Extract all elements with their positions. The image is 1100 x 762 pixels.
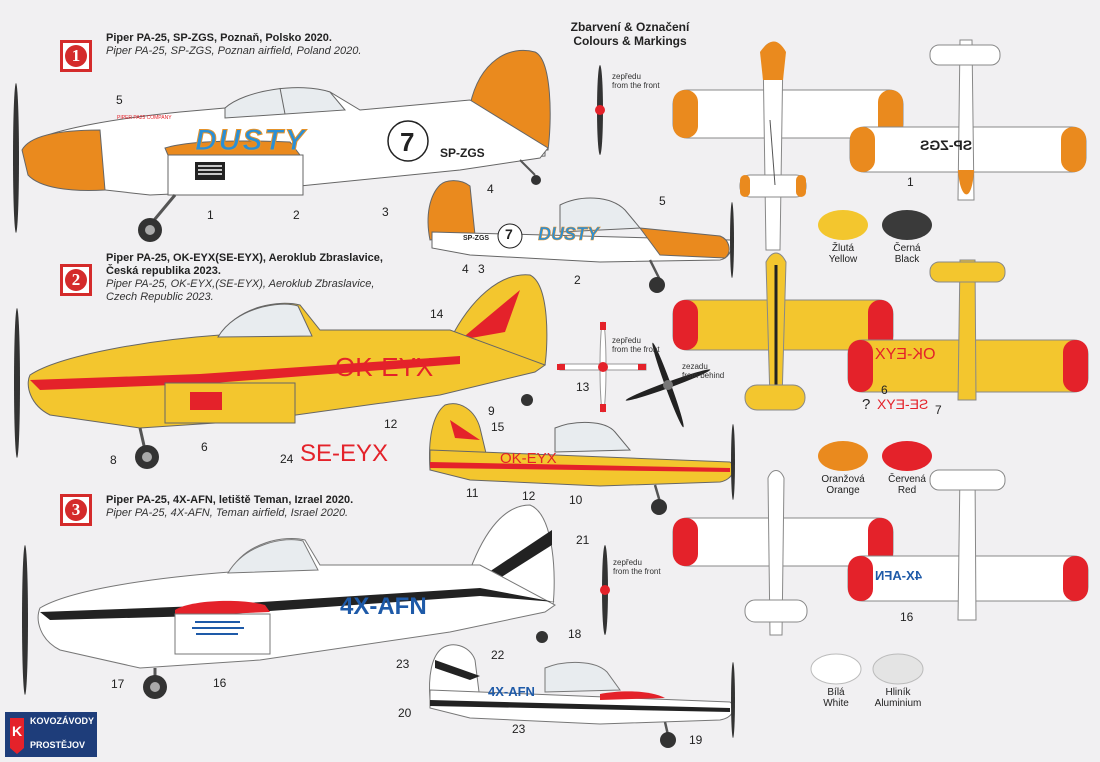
callout: 21 <box>576 533 590 547</box>
swatch-yellow <box>818 210 868 240</box>
reg-se-eyx-underside: SE-EYX <box>877 396 929 412</box>
callout: 11 <box>466 486 479 500</box>
swatch-white <box>810 653 862 685</box>
race-number-small: 7 <box>505 226 513 242</box>
aircraft-1-mirror-view <box>427 180 734 293</box>
dusty-marking-large: DUSTY <box>195 124 307 158</box>
callout: 5 <box>116 93 123 107</box>
callout: 3 <box>478 262 485 276</box>
callout: 4 <box>487 182 494 196</box>
aircraft-1-top-view <box>672 41 904 251</box>
scheme-1-header: Piper PA-25, SP-ZGS, Poznaň, Polsko 2020… <box>106 32 362 57</box>
callout: 13 <box>576 380 590 394</box>
reg-se-eyx-large: SE-EYX <box>300 440 389 467</box>
callout: 16 <box>213 676 227 690</box>
callout: 23 <box>396 657 410 671</box>
callout: 23 <box>512 722 526 736</box>
swatch-orange <box>818 441 868 471</box>
aircraft-2-top-view <box>672 252 894 411</box>
aircraft-3-side-view <box>22 504 556 699</box>
callout: 12 <box>522 489 536 503</box>
reg-sp-zgs-large: SP-ZGS <box>440 146 485 160</box>
colour-markings-title: Zbarvení & Označení Colours & Markings <box>545 20 715 48</box>
aircraft-1-side-view <box>13 49 551 242</box>
propeller-rear-view-2 <box>625 342 711 428</box>
callout: 17 <box>111 677 125 691</box>
aircraft-3-mirror-view <box>429 644 735 748</box>
callout: 22 <box>491 648 505 662</box>
propeller-front-view-1 <box>595 65 605 155</box>
callout: 20 <box>398 706 412 720</box>
reg-ok-eyx-large: OK-EYX <box>335 352 434 382</box>
callout: 8 <box>110 453 117 467</box>
reg-sp-zgs-small: SP-ZGS <box>463 235 490 242</box>
reg-ok-eyx-underside: OK-EYX <box>875 346 936 363</box>
question-mark: ? <box>862 396 871 413</box>
propeller-front-view-3 <box>600 545 610 635</box>
callout: 18 <box>568 627 582 641</box>
callout: 5 <box>659 194 666 208</box>
logo-line-2: PROSTĚJOV <box>30 740 86 750</box>
dusty-marking-small: DUSTY <box>538 224 600 245</box>
callout: 9 <box>488 404 495 418</box>
swatch-red <box>882 441 932 471</box>
aircraft-1-bottom-view <box>849 39 1087 201</box>
colour-swatches <box>810 210 932 685</box>
race-number-large: 7 <box>400 127 415 157</box>
logo-line-1: KOVOZÁVODY <box>30 716 95 726</box>
reg-4x-afn-small: 4X-AFN <box>488 684 535 699</box>
aircraft-2-side-view <box>14 274 548 469</box>
reg-ok-eyx-small: OK-EYX <box>500 450 557 467</box>
reg-sp-zgs-underside: SP-ZGS <box>920 137 973 153</box>
scheme-2-header: Piper PA-25, OK-EYX(SE-EYX), Aeroklub Zb… <box>106 252 383 303</box>
callout: 2 <box>574 273 581 287</box>
callout: 19 <box>689 733 703 747</box>
callout: 3 <box>382 205 389 219</box>
scheme-1-badge: 1 <box>60 40 92 72</box>
callout: 10 <box>569 493 583 507</box>
callout: 12 <box>384 417 398 431</box>
callout: 14 <box>430 307 444 321</box>
callout: 24 <box>280 452 294 466</box>
kovozavody-logo: K <box>5 712 97 757</box>
aircraft-2-mirror-view <box>429 403 735 515</box>
callout: 2 <box>293 208 300 222</box>
reg-4x-afn-underside: 4X-AFN <box>875 568 922 583</box>
title-cz: Zbarvení & Označení <box>570 20 690 34</box>
callout: 6 <box>201 440 208 454</box>
callout: 7 <box>935 403 942 417</box>
swatch-black <box>882 210 932 240</box>
reg-4x-afn-large: 4X-AFN <box>340 593 427 620</box>
callout: 6 <box>881 383 888 397</box>
tiny-text-marking: PIPER PA25 COMPANY <box>117 115 172 121</box>
callout: 15 <box>491 420 505 434</box>
propeller-front-view-2 <box>557 321 647 413</box>
scheme-3-header: Piper PA-25, 4X-AFN, letiště Teman, Izra… <box>106 494 354 519</box>
aircraft-3-top-view <box>672 470 894 636</box>
callout: 1 <box>907 175 914 189</box>
callout: 1 <box>207 208 214 222</box>
svg-text:K: K <box>12 723 22 739</box>
aircraft-3-bottom-view <box>847 469 1089 621</box>
callout: 16 <box>900 610 914 624</box>
scheme-3-badge: 3 <box>60 494 92 526</box>
title-en: Colours & Markings <box>573 34 687 48</box>
aircraft-2-bottom-view <box>847 259 1089 401</box>
swatch-aluminium <box>872 653 924 685</box>
scheme-2-badge: 2 <box>60 264 92 296</box>
callout: 4 <box>462 262 469 276</box>
